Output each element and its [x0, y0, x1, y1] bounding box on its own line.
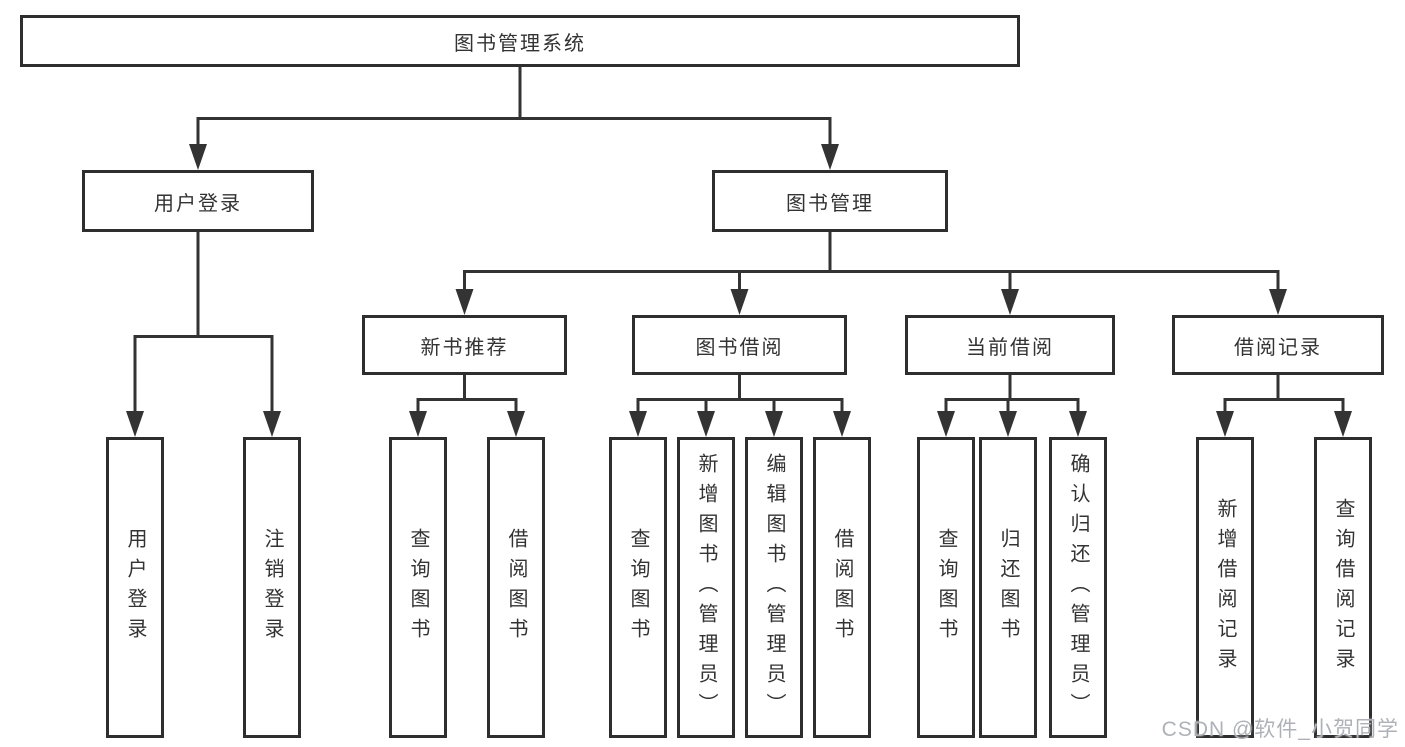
- leaf-rec-query-record-label: 查询借阅记录: [1332, 497, 1354, 678]
- leaf-cb-query-book-label: 查询图书: [935, 527, 957, 648]
- node-book-borrowing-label: 图书借阅: [695, 336, 784, 359]
- node-current-borrowing-label: 当前借阅: [966, 336, 1054, 359]
- node-library-system: 图书管理系统: [20, 15, 1020, 67]
- leaf-logout: 注销登录: [243, 437, 301, 738]
- node-new-book-recommend-label: 新书推荐: [420, 336, 509, 359]
- leaf-user-login: 用户登录: [106, 437, 164, 738]
- leaf-bb-borrow-book: 借阅图书: [813, 437, 871, 738]
- leaf-bb-edit-book-label: 编辑图书（管理员）: [763, 452, 785, 723]
- leaf-logout-label: 注销登录: [261, 527, 283, 648]
- node-book-borrowing: 图书借阅: [632, 315, 847, 375]
- leaf-user-login-label: 用户登录: [124, 527, 146, 648]
- leaf-cb-query-book: 查询图书: [917, 437, 975, 738]
- leaf-nb-borrow-book-label: 借阅图书: [505, 527, 527, 648]
- leaf-cb-confirm-return: 确认归还（管理员）: [1049, 437, 1107, 738]
- leaf-bb-edit-book: 编辑图书（管理员）: [745, 437, 803, 738]
- leaf-cb-return-book: 归还图书: [979, 437, 1037, 738]
- leaf-bb-query-book: 查询图书: [609, 437, 667, 738]
- leaf-nb-borrow-book: 借阅图书: [487, 437, 545, 738]
- watermark: CSDN @软件_小贺同学: [1161, 718, 1399, 741]
- leaf-bb-add-book-label: 新增图书（管理员）: [695, 452, 717, 723]
- node-borrow-records: 借阅记录: [1172, 315, 1384, 375]
- node-borrow-records-label: 借阅记录: [1234, 336, 1322, 359]
- leaf-rec-add-record-label: 新增借阅记录: [1214, 497, 1236, 678]
- leaf-cb-confirm-return-label: 确认归还（管理员）: [1067, 452, 1089, 723]
- leaf-bb-add-book: 新增图书（管理员）: [677, 437, 735, 738]
- node-current-borrowing: 当前借阅: [905, 315, 1115, 375]
- leaf-nb-query-book: 查询图书: [389, 437, 447, 738]
- leaf-nb-query-book-label: 查询图书: [407, 527, 429, 648]
- node-user-login-label: 用户登录: [154, 192, 242, 215]
- node-new-book-recommend: 新书推荐: [362, 315, 567, 375]
- leaf-bb-query-book-label: 查询图书: [627, 527, 649, 648]
- node-book-management-label: 图书管理: [786, 192, 874, 215]
- node-library-system-label: 图书管理系统: [454, 32, 586, 55]
- leaf-cb-return-book-label: 归还图书: [997, 527, 1019, 648]
- leaf-bb-borrow-book-label: 借阅图书: [831, 527, 853, 648]
- node-book-management: 图书管理: [712, 170, 948, 232]
- node-user-login: 用户登录: [82, 170, 314, 232]
- leaf-rec-add-record: 新增借阅记录: [1196, 437, 1254, 738]
- leaf-rec-query-record: 查询借阅记录: [1314, 437, 1372, 738]
